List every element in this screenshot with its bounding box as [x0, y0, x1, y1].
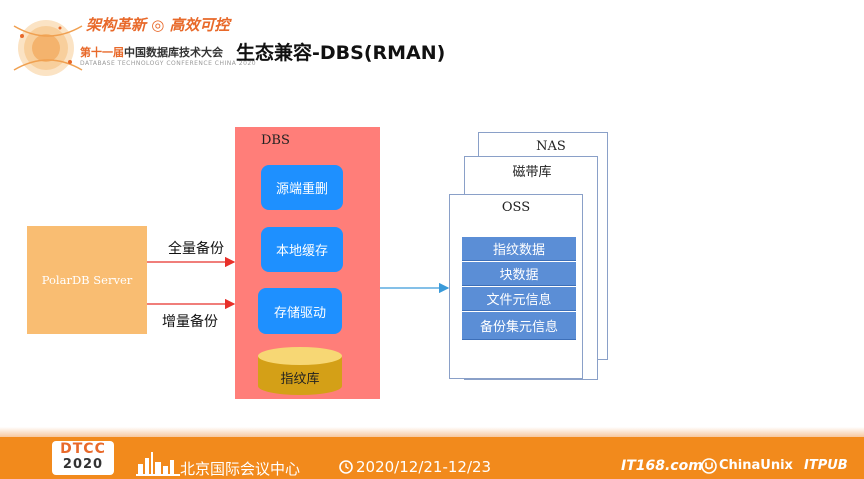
polardb-server-box: PolarDB Server: [27, 226, 147, 334]
dtcc-label: DTCC: [60, 441, 106, 457]
venue-text: 北京国际会议中心: [180, 460, 301, 478]
full-backup-label: 全量备份: [168, 241, 224, 257]
date-range-text: 2020/12/21-12/23: [356, 458, 492, 476]
oss-item-block-data: 块数据: [462, 262, 576, 286]
itpub-logo: ITPUB: [804, 458, 848, 473]
oss-card: OSS 指纹数据 块数据 文件元信息 备份集元信息: [449, 194, 583, 379]
dna-globe-icon: [13, 20, 83, 76]
dtcc-year: 2020: [62, 457, 104, 472]
fingerprint-store: 指纹库: [257, 346, 343, 396]
dbs-title: DBS: [261, 133, 290, 148]
footer-fade: [0, 427, 864, 437]
polardb-server-label: PolarDB Server: [41, 273, 133, 287]
logo-english: DATABASE TECHNOLOGY CONFERENCE CHINA 202…: [80, 60, 257, 67]
footer-bar: [0, 437, 864, 479]
chinaunix-logo: ChinaUnix: [719, 458, 793, 473]
oss-label: OSS: [501, 200, 531, 215]
database-cylinder-icon: [258, 347, 342, 395]
oss-item-fingerprint-data: 指纹数据: [462, 237, 576, 261]
dedup-module: 源端重删: [261, 165, 343, 210]
local-cache-module: 本地缓存: [261, 227, 343, 272]
clock-icon: [339, 460, 353, 474]
incremental-backup-label: 增量备份: [162, 314, 218, 330]
tape-library-label: 磁带库: [512, 165, 552, 180]
fingerprint-store-label: 指纹库: [280, 372, 320, 387]
city-skyline-icon: [136, 452, 180, 476]
logo-edition: 第十一届: [80, 46, 124, 59]
storage-driver-module: 存储驱动: [258, 288, 342, 334]
oss-item-file-metadata: 文件元信息: [462, 287, 576, 311]
it168-logo: IT168.com: [621, 458, 703, 474]
nas-label: NAS: [536, 139, 566, 154]
logo-slogan: 架构革新 ◎ 高效可控: [86, 16, 230, 34]
page-title: 生态兼容-DBS(RMAN): [236, 42, 446, 64]
conference-logo: 架构革新 ◎ 高效可控 第十一届中国数据库技术大会 DATABASE TECHN…: [8, 6, 256, 88]
dbs-box: DBS 源端重删 本地缓存 存储驱动 指纹库: [235, 127, 380, 399]
oss-item-backupset-metadata: 备份集元信息: [462, 312, 576, 340]
chinaunix-u-icon: [701, 458, 717, 474]
logo-event: 中国数据库技术大会: [124, 46, 223, 59]
logo-conference-name: 第十一届中国数据库技术大会: [80, 44, 223, 60]
dtcc-badge: DTCC 2020: [52, 441, 114, 475]
oss-data-list: 指纹数据 块数据 文件元信息 备份集元信息: [462, 237, 576, 341]
